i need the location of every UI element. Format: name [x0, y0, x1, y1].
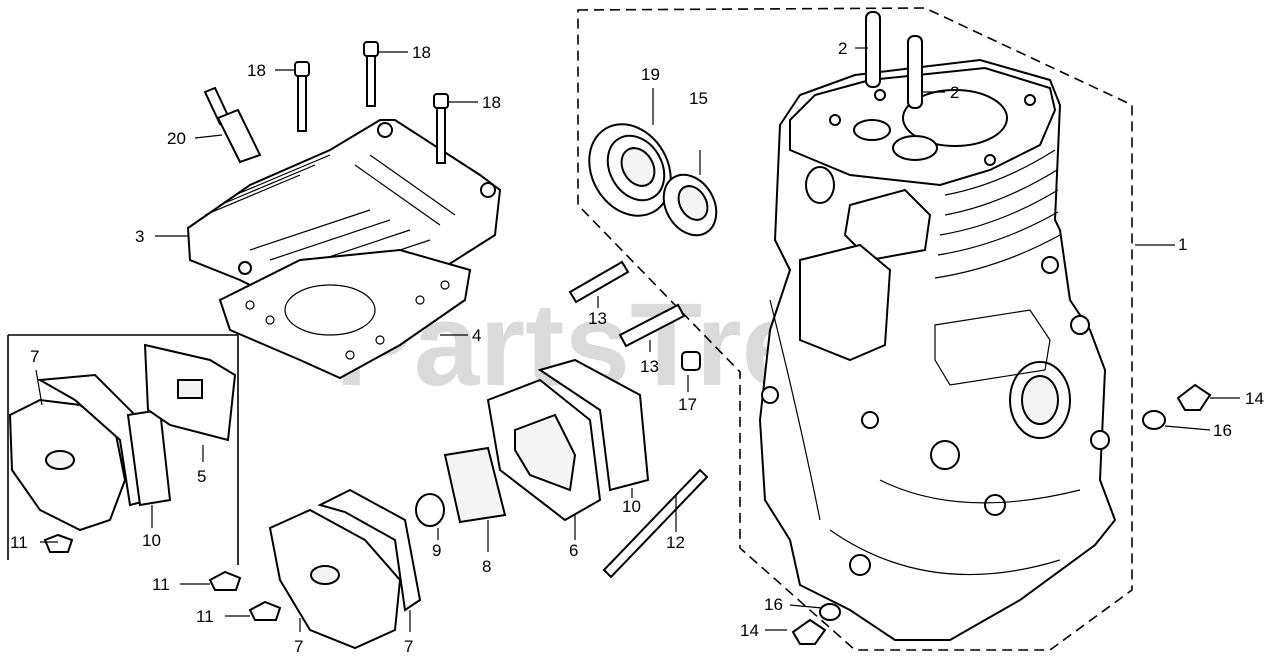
label-part-7: 7	[294, 637, 303, 656]
label-part-16: 16	[1213, 421, 1232, 440]
label-part-16: 16	[764, 595, 783, 614]
label-part-8: 8	[482, 557, 491, 576]
collar	[681, 351, 701, 371]
label-part-11: 11	[152, 575, 170, 594]
long-stud	[602, 468, 709, 579]
breather-cover	[8, 398, 127, 532]
label-part-13: 13	[640, 357, 659, 376]
crankcase	[758, 58, 1117, 641]
breather-bolt	[248, 600, 282, 621]
filter-ring	[415, 493, 445, 527]
label-part-6: 6	[569, 541, 578, 560]
label-part-7: 7	[404, 637, 413, 656]
part-labels: 1 2 2 3 4 5 6 7 7 7 8 9 10 10 11 11 11 1…	[10, 39, 1264, 656]
label-part-18: 18	[247, 61, 266, 80]
dowel-pin	[865, 11, 923, 109]
label-part-2: 2	[950, 83, 959, 102]
breather-separator	[486, 378, 602, 522]
label-part-4: 4	[472, 326, 481, 345]
label-part-18: 18	[412, 43, 431, 62]
drain-bolt	[791, 383, 1212, 645]
stud-bolt	[568, 260, 686, 348]
label-part-2: 2	[838, 39, 847, 58]
label-part-11: 11	[196, 607, 214, 626]
ball-bearing	[588, 123, 672, 217]
breather-group-outline	[7, 334, 239, 565]
breather-bolt	[208, 570, 242, 591]
breather-plate	[537, 358, 650, 492]
breather-bolt	[43, 533, 74, 553]
label-part-18: 18	[482, 93, 501, 112]
sealing-washer	[819, 410, 1166, 621]
label-part-7: 7	[30, 347, 39, 366]
spark-plug	[203, 86, 262, 164]
breather-valve	[143, 343, 237, 442]
leader-lines	[35, 47, 1240, 632]
label-part-5: 5	[197, 467, 206, 486]
label-part-19: 19	[641, 65, 660, 84]
head-bolt	[294, 41, 449, 164]
label-part-10: 10	[142, 531, 161, 550]
label-part-20: 20	[167, 129, 186, 148]
label-part-14: 14	[1245, 389, 1264, 408]
filter-element	[443, 446, 507, 524]
label-part-12: 12	[666, 533, 685, 552]
breather-gasket	[317, 488, 422, 612]
label-part-15: 15	[689, 89, 708, 108]
oil-seal	[662, 173, 718, 237]
label-part-13: 13	[588, 309, 607, 328]
label-part-10: 10	[622, 497, 641, 516]
breather-cover	[268, 508, 402, 650]
label-part-3: 3	[135, 227, 144, 246]
label-part-9: 9	[432, 541, 441, 560]
label-part-17: 17	[678, 395, 697, 414]
label-part-1: 1	[1178, 235, 1187, 254]
head-gasket	[218, 248, 472, 380]
label-part-11: 11	[10, 533, 28, 552]
label-part-14: 14	[740, 621, 759, 640]
